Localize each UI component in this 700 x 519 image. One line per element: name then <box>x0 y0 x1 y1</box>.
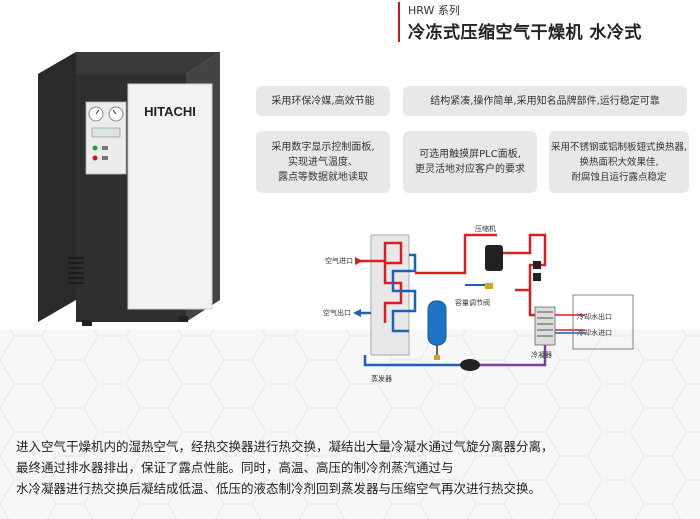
condenser <box>534 306 556 346</box>
feature-card-touchscreen-plc: 可选用触摸屏PLC面板, 更灵活地对应客户的要求 <box>403 131 537 193</box>
description-line: 最终通过排水器排出，保证了露点性能。同时，高温、高压的制冷剂蒸汽通过与 <box>16 460 454 475</box>
feature-text: 更灵活地对应客户的要求 <box>415 164 525 175</box>
dryer-machine-image: HITACHI <box>38 52 220 326</box>
accent-bar <box>398 2 400 42</box>
feature-text: 露点等数据就地读取 <box>278 171 368 183</box>
air-in-arrow <box>355 257 363 265</box>
feature-card-digital-panel: 采用数字显示控制面板, 实现进气温度、 露点等数据就地读取 <box>256 131 390 193</box>
label-capacity-valve: 容量调节阀 <box>455 298 490 307</box>
feature-text: 耐腐蚀且运行露点稳定 <box>571 171 667 183</box>
feature-text: 可选用触摸屏PLC面板, <box>419 149 521 160</box>
label-compressor: 压缩机 <box>475 224 496 233</box>
description-line: 水冷凝器进行热交换后凝结成低温、低压的液态制冷剂回到蒸发器与压缩空气再次进行热交… <box>16 481 542 496</box>
page-title: 冷冻式压缩空气干燥机 水冷式 <box>408 23 642 43</box>
feature-card-heat-exchanger: 采用不锈钢或铝制板翅式换热器, 换热面积大效果佳, 耐腐蚀且运行露点稳定 <box>549 131 689 193</box>
label-water-in: 冷却水进口 <box>577 328 612 337</box>
series-label: HRW 系列 <box>408 4 460 17</box>
evaporator-unit <box>370 234 410 356</box>
feature-card-compact-structure: 结构紧凑,操作简单,采用知名品牌部件,运行稳定可靠 <box>403 86 687 116</box>
process-description: 进入空气干燥机内的湿热空气，经热交换器进行热交换，凝结出大量冷凝水通过气旋分离器… <box>16 436 686 499</box>
feature-text: 采用数字显示控制面板, <box>271 141 375 153</box>
feature-text: 采用不锈钢或铝制板翅式换热器, <box>550 141 688 153</box>
capacity-valve <box>485 283 493 289</box>
description-line: 进入空气干燥机内的湿热空气，经热交换器进行热交换，凝结出大量冷凝水通过气旋分离器… <box>16 439 554 454</box>
separator-tank <box>427 300 447 346</box>
feature-text: 实现进气温度、 <box>288 156 358 168</box>
label-air-out: 空气出口 <box>323 308 351 317</box>
expansion-valve <box>460 359 480 371</box>
feature-text: 结构紧凑,操作简单,采用知名品牌部件,运行稳定可靠 <box>430 95 660 107</box>
feature-text: 采用环保冷媒,高效节能 <box>271 95 375 107</box>
refrigeration-flow-diagram: 空气进口 空气出口 压缩机 容量调节阀 蒸发器 冷凝器 冷却水出口 冷却水进口 <box>323 224 634 383</box>
air-out-arrow <box>353 309 361 317</box>
label-condenser: 冷凝器 <box>531 350 552 359</box>
feature-card-eco-refrigerant: 采用环保冷媒,高效节能 <box>256 86 390 116</box>
label-water-out: 冷却水出口 <box>577 312 612 321</box>
page-header: HRW 系列 冷冻式压缩空气干燥机 水冷式 <box>398 0 700 46</box>
label-air-in: 空气进口 <box>325 256 353 265</box>
label-evaporator: 蒸发器 <box>371 374 392 383</box>
brand-logo: HITACHI <box>144 104 196 119</box>
compressor <box>485 245 503 271</box>
feature-text: 换热面积大效果佳, <box>579 156 659 168</box>
